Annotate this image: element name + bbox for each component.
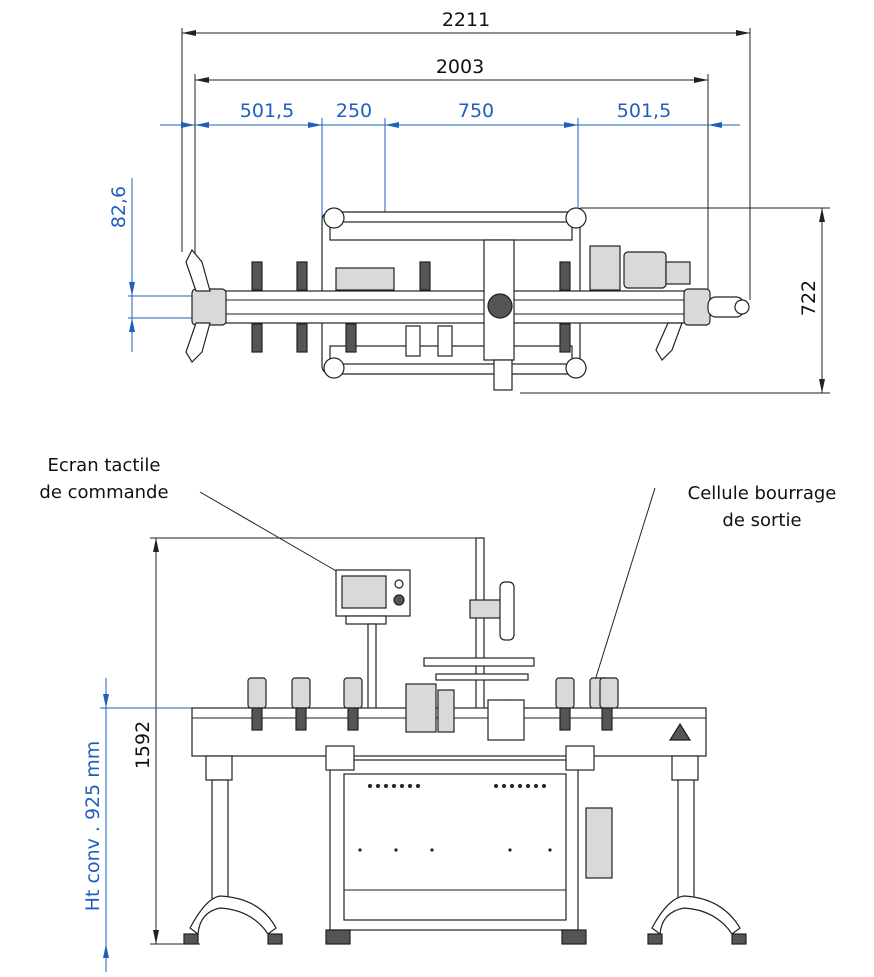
dim-depth-label: 722 bbox=[798, 280, 820, 316]
callout-screen: Ecran tactile de commande bbox=[39, 455, 339, 573]
dim-conveyor-height-label: Ht conv . 925 mm bbox=[82, 741, 104, 912]
callout-screen-line2: de commande bbox=[39, 482, 168, 503]
callout-cell-line1: Cellule bourrage bbox=[688, 483, 837, 504]
top-view: 2211 2003 501,5 250 750 501,5 bbox=[108, 9, 830, 394]
front-view: Ecran tactile de commande Cellule bourra… bbox=[39, 455, 836, 972]
dim-chain: 501,5 250 750 501,5 bbox=[160, 100, 740, 300]
dim-total-length: 2211 bbox=[181, 9, 751, 300]
dim-conveyor-height: Ht conv . 925 mm bbox=[82, 678, 200, 972]
callout-cell: Cellule bourrage de sortie bbox=[591, 483, 837, 691]
dim-depth: 722 bbox=[520, 207, 830, 394]
dim-height-total-label: 1592 bbox=[132, 721, 154, 769]
machine-front-view bbox=[183, 537, 747, 945]
dim-seg3-label: 750 bbox=[458, 100, 494, 122]
dim-height-total: 1592 bbox=[132, 537, 480, 945]
dim-frame-length: 2003 bbox=[194, 56, 709, 290]
dim-seg1-label: 501,5 bbox=[240, 100, 294, 122]
dim-total-length-label: 2211 bbox=[442, 9, 490, 31]
dim-seg4-label: 501,5 bbox=[617, 100, 671, 122]
dim-offset: 82,6 bbox=[108, 178, 196, 352]
dim-frame-length-label: 2003 bbox=[436, 56, 484, 78]
dim-offset-label: 82,6 bbox=[108, 186, 130, 228]
dim-seg2-label: 250 bbox=[336, 100, 372, 122]
callout-cell-line2: de sortie bbox=[722, 510, 801, 531]
machine-top-view bbox=[185, 207, 750, 391]
callout-screen-line1: Ecran tactile bbox=[48, 455, 161, 476]
